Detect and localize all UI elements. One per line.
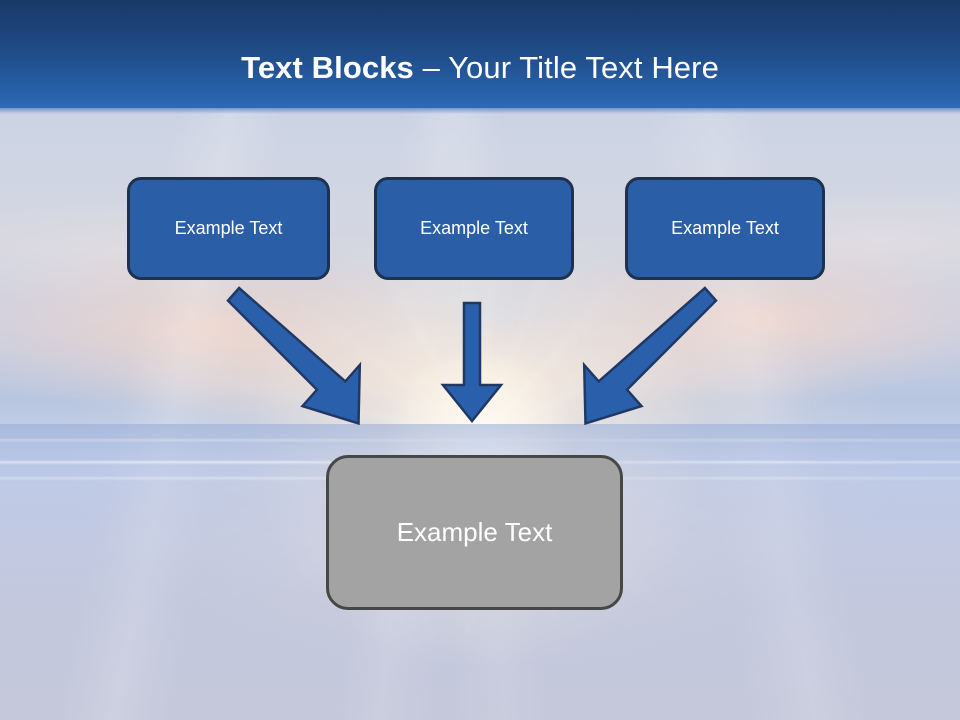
text-block-3-label: Example Text bbox=[671, 218, 779, 238]
page-title-rest: – Your Title Text Here bbox=[413, 50, 719, 85]
result-text-block-label: Example Text bbox=[396, 517, 553, 547]
arrow-left bbox=[226, 286, 362, 426]
text-block-2-label: Example Text bbox=[420, 218, 528, 238]
text-block-1-label: Example Text bbox=[174, 218, 283, 238]
result-text-block[interactable]: Example Text bbox=[326, 455, 623, 610]
arrow-right bbox=[582, 286, 718, 426]
title-banner bbox=[0, 0, 960, 108]
page-title: Text Blocks – Your Title Text Here bbox=[0, 50, 960, 86]
text-block-3[interactable]: Example Text bbox=[625, 177, 825, 280]
arrow-center bbox=[440, 301, 504, 423]
text-block-2[interactable]: Example Text bbox=[374, 177, 574, 280]
page-title-strong: Text Blocks bbox=[241, 50, 414, 85]
text-block-1[interactable]: Example Text bbox=[127, 177, 330, 280]
title-banner-fade bbox=[0, 104, 960, 114]
